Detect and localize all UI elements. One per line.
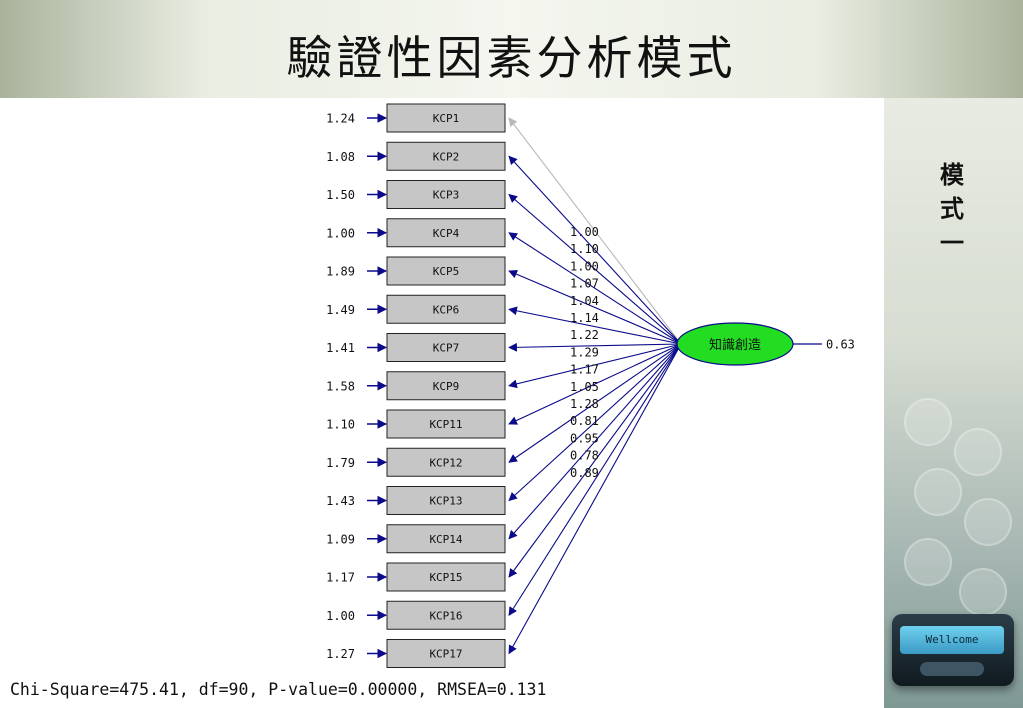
observed-variable-box [386, 562, 506, 592]
observed-variable-box [386, 371, 506, 401]
observed-variable-box [386, 639, 506, 668]
title-band [0, 0, 1023, 98]
loading-value-label: 0.89 [570, 466, 599, 480]
observed-variable-label: KCP17 [429, 648, 462, 661]
error-variance-label: 1.00 [326, 609, 355, 623]
loading-value-label: 1.14 [570, 311, 599, 325]
observed-variable-box [386, 218, 506, 248]
side-panel [884, 98, 1023, 708]
loading-value-label: 1.17 [570, 363, 599, 377]
error-variance-label: 1.27 [326, 647, 355, 661]
observed-variable-label: KCP7 [433, 342, 460, 355]
observed-variable-box [386, 103, 506, 133]
loading-path [508, 342, 682, 352]
error-variance-label: 1.43 [326, 494, 355, 508]
loading-path [508, 343, 682, 425]
loading-value-label: 1.10 [570, 242, 599, 256]
observed-variable-box [386, 333, 506, 362]
observed-variable-label: KCP13 [429, 495, 462, 508]
keyboard-key-decoration [904, 398, 952, 446]
error-variance-label: 1.24 [326, 112, 355, 126]
model-label-char: 一 [940, 228, 964, 257]
loading-path [508, 343, 682, 616]
observed-variable-label: KCP4 [433, 227, 460, 240]
loading-path [508, 306, 682, 345]
observed-variable-label: KCP5 [433, 265, 460, 278]
error-variance-label: 1.79 [326, 456, 355, 470]
loading-path [508, 155, 682, 345]
keyboard-key-decoration [954, 428, 1002, 476]
observed-variable-box [386, 180, 506, 209]
loading-value-label: 1.07 [570, 277, 599, 291]
loading-value-label: 0.95 [570, 431, 599, 445]
error-variance-label: 1.49 [326, 303, 355, 317]
observed-variable-label: KCP2 [433, 150, 460, 163]
loading-value-label: 0.78 [570, 449, 599, 463]
keyboard-key-decoration [959, 568, 1007, 616]
loading-value-label: 1.00 [570, 225, 599, 239]
page-title: 驗證性因素分析模式 [286, 31, 737, 85]
keyboard-key-decoration [914, 468, 962, 516]
observed-variable-label: KCP9 [433, 380, 460, 393]
observed-variable-box [386, 600, 506, 630]
error-variance-label: 1.41 [326, 341, 355, 355]
model-label-char: 模 [940, 160, 964, 189]
observed-variable-label: KCP1 [433, 112, 460, 125]
observed-variable-label: KCP16 [429, 609, 462, 622]
loading-value-label: 1.22 [570, 328, 599, 342]
observed-variable-label: KCP15 [429, 571, 462, 584]
error-variance-label: 1.09 [326, 532, 355, 546]
loading-value-label: 1.29 [570, 345, 599, 359]
observed-variable-label: KCP6 [433, 303, 460, 316]
error-variance-label: 1.58 [326, 379, 355, 393]
observed-variable-box [386, 447, 506, 477]
loading-value-label: 0.81 [570, 414, 599, 428]
observed-variable-label: KCP11 [429, 418, 462, 431]
loading-path [508, 343, 682, 463]
loading-path [508, 343, 682, 655]
error-variance-label: 1.00 [326, 226, 355, 240]
latent-error-label: 0.63 [826, 338, 855, 352]
keyboard-key-decoration [964, 498, 1012, 546]
loading-path [508, 193, 682, 345]
loading-path [508, 343, 682, 540]
error-variance-label: 1.08 [326, 150, 355, 164]
model-label: 模 式 一 [926, 158, 978, 260]
loading-path [508, 343, 682, 578]
observed-variable-label: KCP3 [433, 189, 460, 202]
observed-variable-label: KCP14 [429, 533, 462, 546]
device-screen: Wellcome [900, 626, 1004, 654]
latent-variable-label: 知識創造 [709, 337, 761, 353]
loading-path [508, 117, 682, 345]
fit-statistics: Chi-Square=475.41, df=90, P-value=0.0000… [10, 680, 547, 699]
model-label-char: 式 [940, 194, 964, 223]
keyboard-key-decoration [904, 538, 952, 586]
error-variance-label: 1.17 [326, 571, 355, 585]
error-variance-label: 1.10 [326, 418, 355, 432]
loading-path [508, 270, 682, 345]
loading-path [508, 343, 682, 502]
loading-value-label: 1.05 [570, 380, 599, 394]
observed-variable-box [386, 256, 506, 286]
observed-variable-box [386, 141, 506, 171]
observed-variable-box [386, 409, 506, 439]
error-variance-label: 1.89 [326, 265, 355, 279]
loading-value-label: 1.00 [570, 259, 599, 273]
observed-variable-box [386, 294, 506, 324]
observed-variable-box [386, 486, 506, 515]
observed-variable-label: KCP12 [429, 456, 462, 469]
loading-path [508, 232, 682, 345]
device-button-decoration [920, 662, 984, 676]
error-variance-label: 1.50 [326, 188, 355, 202]
loading-value-label: 1.28 [570, 397, 599, 411]
observed-variable-box [386, 524, 506, 554]
loading-path [508, 343, 682, 389]
loading-value-label: 1.04 [570, 294, 599, 308]
device-decoration: Wellcome [892, 614, 1014, 686]
